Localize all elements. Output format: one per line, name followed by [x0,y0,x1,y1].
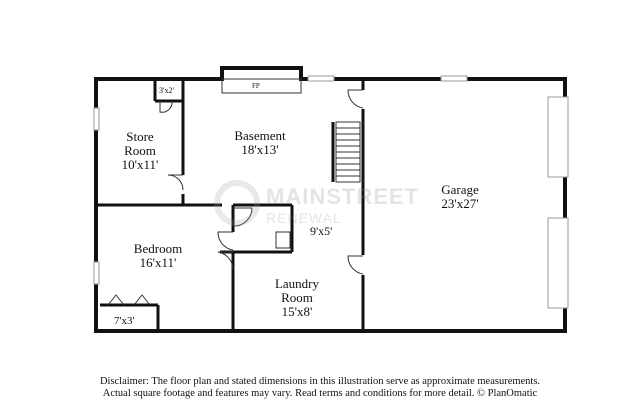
room-laundry-name-2: Room [281,290,313,305]
room-laundry-size: 15'x8' [281,304,313,319]
door-laundry [217,251,234,271]
room-laundry: Laundry Room 15'x8' [252,277,342,319]
disclaimer-line-2: Actual square footage and features may v… [102,388,538,399]
window-bedroom-left [93,261,100,285]
stair-treads [336,127,360,177]
disclaimer-line-1: Disclaimer: The floor plan and stated di… [99,376,541,387]
fixtures [221,78,302,249]
room-garage: Garage 23'x27' [410,183,510,211]
room-bedroom-size: 16'x11' [139,255,177,270]
room-store: Store Room 10'x11' [112,130,168,172]
room-hall-size: 9'x5' [310,224,333,238]
window-garage-lower [547,217,569,309]
closet-bedroom-size: 7'x3' [114,315,135,327]
door-garage-bottom [347,255,364,275]
fireplace-hearth [221,78,302,94]
room-bedroom-name: Bedroom [133,241,183,256]
door-bedroom [217,231,234,251]
door-bedroom-closet [107,294,151,306]
fireplace-label: FP [252,82,260,90]
stairs [335,121,361,183]
room-basement-size: 18'x13' [241,142,279,157]
watermark-logo: MAINSTREET RENEWAL [214,180,418,230]
disclaimer: Disclaimer: The floor plan and stated di… [0,376,640,400]
room-store-name-1: Store [126,129,154,144]
window-garage-upper [547,96,569,178]
room-basement-name: Basement [234,128,286,143]
room-garage-name: Garage [441,182,479,197]
watermark-icon [214,180,260,226]
room-store-size: 10'x11' [121,157,159,172]
room-laundry-name-1: Laundry [274,276,320,291]
room-store-name-2: Room [124,143,156,158]
watermark-line1: MAINSTREET [266,184,419,209]
room-garage-size: 23'x27' [441,196,479,211]
closet-small-size: 3'x2' [159,86,174,95]
window-top-right [440,75,468,82]
door-store [167,174,184,191]
window-top-center [307,75,335,82]
watermark-line2: RENEWAL [266,210,342,226]
sink [275,231,291,249]
room-bedroom: Bedroom 16'x11' [118,242,198,270]
window-store-left [93,107,100,131]
room-basement: Basement 18'x13' [210,129,310,157]
door-garage-top [347,89,364,109]
windows [93,75,569,309]
door-closet-small [159,100,173,113]
